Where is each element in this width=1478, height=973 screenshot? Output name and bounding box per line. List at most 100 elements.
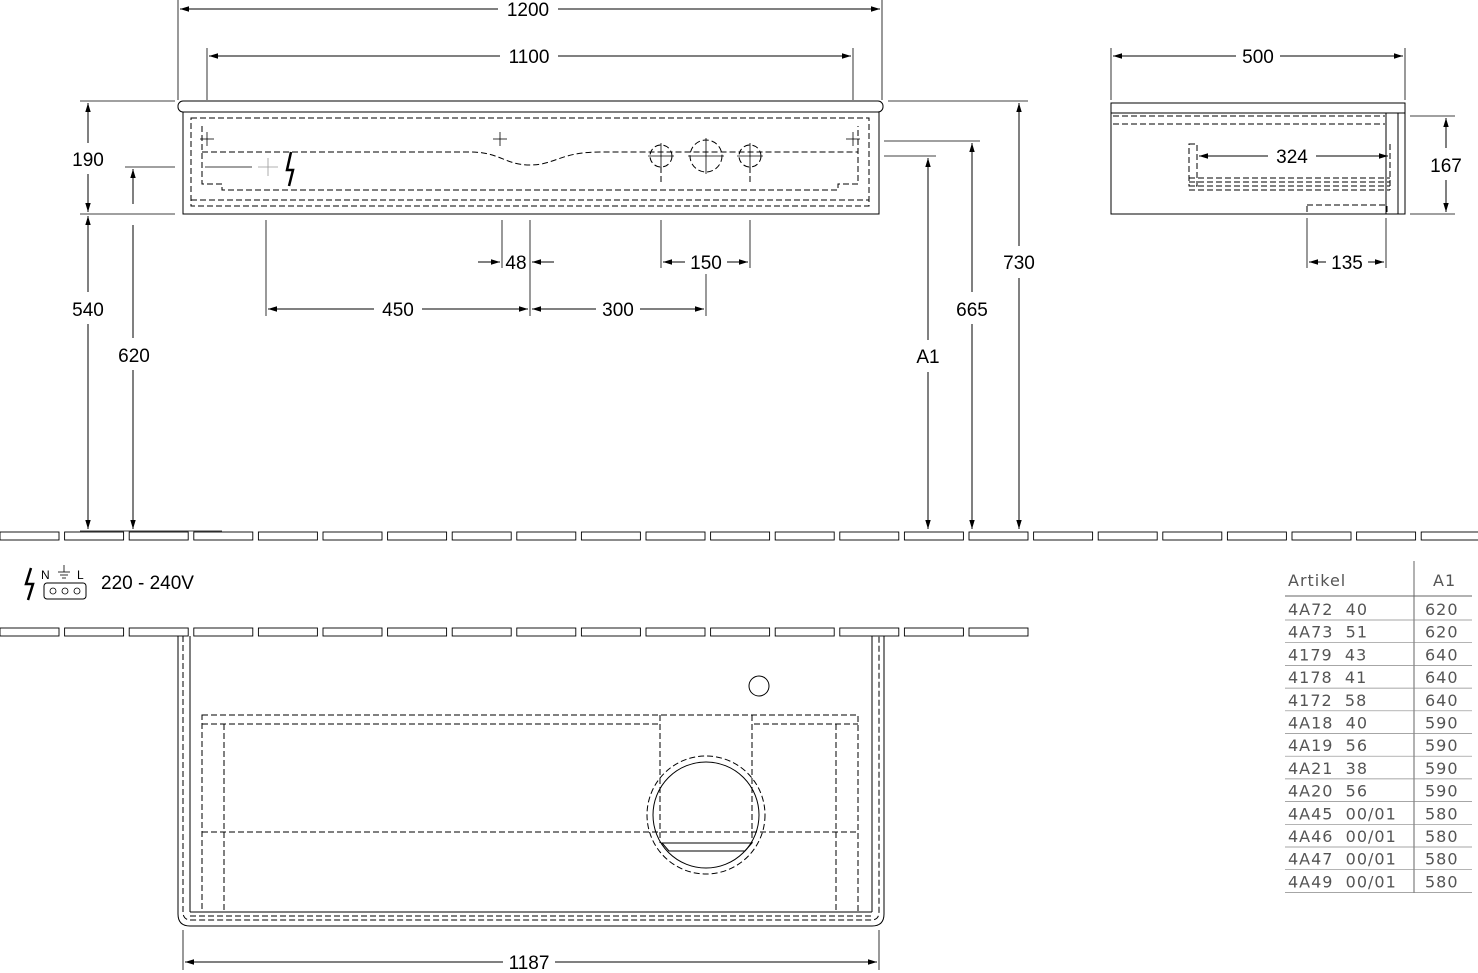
tile [322,627,383,637]
basin-contour [201,126,859,191]
tile [451,627,512,637]
dim-135-label: 135 [1331,253,1363,274]
table-cell-artikel: 4A45 00/01 [1288,804,1397,823]
tile [1033,531,1094,541]
table-cell-a1: 580 [1425,804,1459,823]
valve-left [648,143,674,182]
wall-tiles [0,627,1029,637]
dim-190-label: 190 [72,150,104,171]
tile [193,627,254,637]
dim-300-label: 300 [602,300,634,321]
table-cell-a1: 620 [1425,600,1459,619]
dim-730: 730 [1003,103,1035,529]
tile [193,531,254,541]
tile [128,531,189,541]
tile [1226,531,1287,541]
dim-1200-label: 1200 [507,0,549,21]
tile [1097,531,1158,541]
table-cell-a1: 640 [1425,691,1459,710]
tile [451,531,512,541]
side-body [1110,102,1406,215]
dim-665: 665 [956,143,988,529]
table-cell-artikel: 4A21 38 [1288,759,1368,778]
table-cell-a1: 640 [1425,645,1459,664]
table-cell-artikel: 4A73 51 [1288,623,1368,642]
table-cell-a1: 590 [1425,759,1459,778]
table-cell-artikel: 4A72 40 [1288,600,1368,619]
tile [645,627,706,637]
line-label: L [77,568,84,582]
table-cell-artikel: 4178 41 [1288,668,1367,687]
floor-tiles [0,531,1478,541]
dim-167: 167 [1430,118,1462,212]
tile [839,627,900,637]
table-cell-artikel: 4A19 56 [1288,736,1368,755]
tile [1420,531,1478,541]
tile [387,531,448,541]
dim-167-label: 167 [1430,156,1462,177]
basin-outline [201,714,859,913]
tile [257,531,318,541]
dim-540-label: 540 [72,300,104,321]
dim-300: 300 [532,300,704,321]
table-cell-a1: 590 [1425,714,1459,733]
socket-icon [43,582,87,600]
faucet-hole [748,675,770,697]
tile [257,627,318,637]
table-header-a1: A1 [1433,571,1456,590]
tile [0,531,60,541]
table-cell-artikel: 4179 43 [1288,645,1367,664]
table-cell-a1: 580 [1425,850,1459,869]
table-cell-a1: 590 [1425,736,1459,755]
valve-right [737,143,763,182]
dim-500: 500 [1113,47,1403,68]
tile [516,531,577,541]
top-view: 1187 [177,636,885,973]
tile [387,627,448,637]
dim-1200: 1200 [180,0,880,21]
table-cell-artikel: 4A46 00/01 [1288,827,1397,846]
dim-48: 48 [478,253,554,274]
dim-135: 135 [1309,253,1384,274]
dim-1100-label: 1100 [509,47,550,68]
table-header-artikel: Artikel [1288,571,1346,590]
tile [903,627,964,637]
table-cell-artikel: 4A47 00/01 [1288,850,1397,869]
drain-opening [646,755,766,875]
dim-730-label: 730 [1003,253,1035,274]
table-cell-artikel: 4172 58 [1288,691,1367,710]
dim-450: 450 [268,300,528,321]
dim-1100: 1100 [209,47,851,68]
tile [64,531,125,541]
tile [839,531,900,541]
dim-620-label: 620 [118,346,150,367]
dim-1187: 1187 [185,953,877,973]
tile [774,627,835,637]
table-cell-artikel: 4A20 56 [1288,782,1368,801]
tile [1162,531,1223,541]
dim-540: 540 [72,216,104,529]
dim-450-label: 450 [382,300,414,321]
tile [710,627,771,637]
dim-665-label: 665 [956,300,988,321]
tile [1356,531,1417,541]
tile [774,531,835,541]
dim-190: 190 [72,103,104,212]
lightning-icon [285,151,295,187]
tile [903,531,964,541]
dim-150-label: 150 [690,253,722,274]
voltage-label: 220 - 240V [101,573,194,594]
tile [968,627,1029,637]
tile [968,531,1029,541]
side-view: 500 324 167 135 [1110,47,1462,274]
tile [128,627,189,637]
dim-324: 324 [1199,147,1388,168]
table-cell-a1: 590 [1425,782,1459,801]
tile [516,627,577,637]
tile [580,531,641,541]
dim-a1: A1 [916,158,940,529]
neutral-label: N [41,568,50,582]
dim-500-label: 500 [1242,47,1274,68]
